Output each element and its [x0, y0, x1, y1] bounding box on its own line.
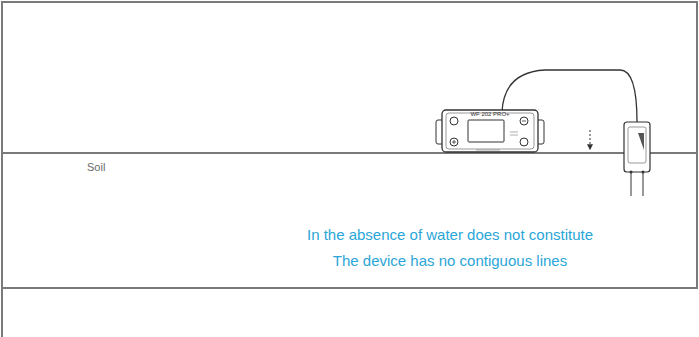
meter-device: [436, 110, 544, 152]
probe: [624, 122, 650, 196]
soil-surface: [2, 152, 697, 154]
insert-arrow: [590, 130, 591, 149]
note-text: The device has no contiguous lines: [333, 252, 567, 270]
note-text: In the absence of water does not constit…: [307, 226, 593, 244]
region-label: Soil: [87, 161, 105, 174]
device-label: WF 202 PRO+: [470, 111, 509, 118]
